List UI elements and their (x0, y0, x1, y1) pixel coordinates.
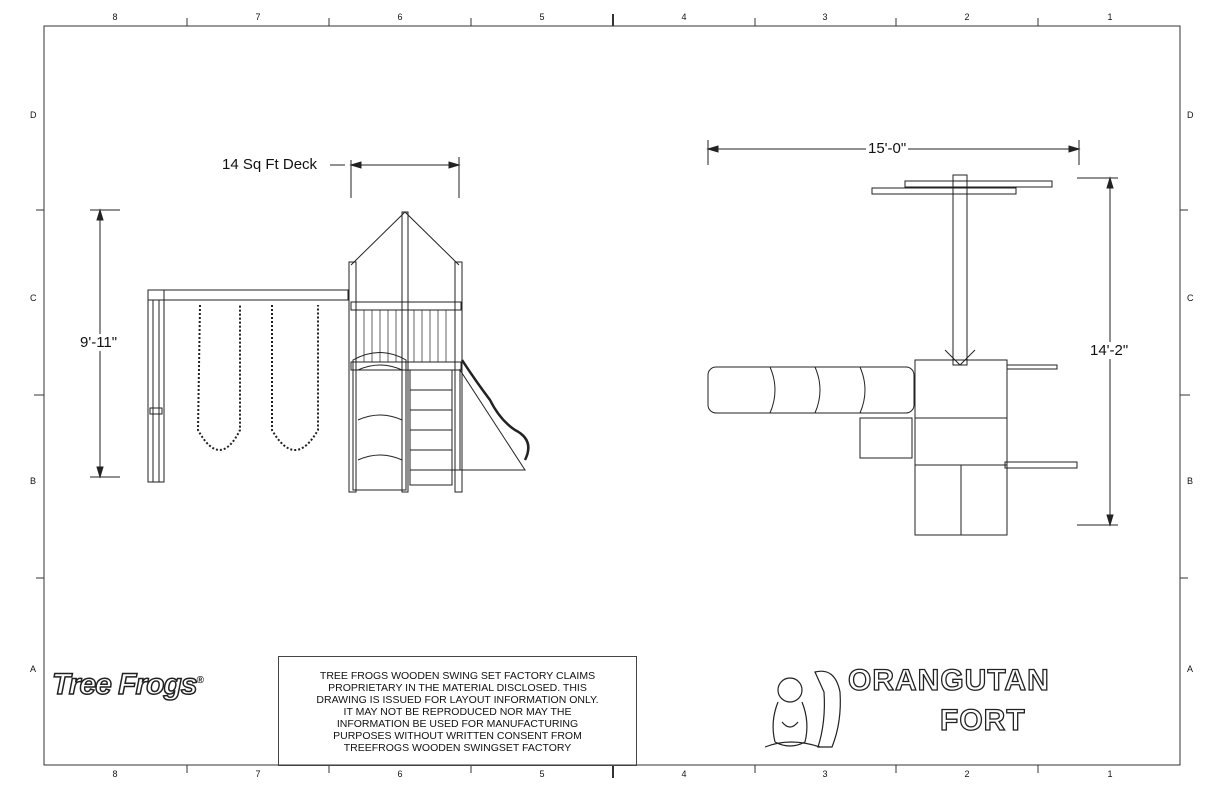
column-label: 4 (681, 12, 687, 22)
notice-line: PROPRIETARY IN THE MATERIAL DISCLOSED. T… (328, 682, 587, 694)
column-label: 6 (397, 12, 403, 22)
column-label: 1 (1107, 12, 1113, 22)
notice-line: TREE FROGS WOODEN SWING SET FACTORY CLAI… (319, 670, 596, 682)
tree-frogs-logo-text: Tree Frogs (51, 667, 198, 702)
column-label: 5 (539, 12, 545, 22)
width-dimension-label: 15'-0" (866, 140, 909, 157)
slide-top (707, 366, 915, 414)
drawing-frame (43, 25, 1181, 766)
swing-beam-top (871, 174, 1053, 366)
notice-line: INFORMATION BE USED FOR MANUFACTURING (336, 718, 579, 730)
column-label: 7 (255, 769, 261, 779)
zone-ticks (34, 14, 1190, 778)
row-label: A (30, 664, 37, 674)
row-label: D (1187, 110, 1194, 120)
notice-line: TREEFROGS WOODEN SWINGSET FACTORY (343, 742, 572, 754)
column-label: 1 (1107, 769, 1113, 779)
deck-top (859, 359, 1078, 536)
column-label: 8 (112, 769, 118, 779)
slide-side (352, 352, 407, 491)
notice-line: DRAWING IS ISSUED FOR LAYOUT INFORMATION… (316, 694, 599, 706)
deck-dimension-line (330, 157, 461, 198)
notice-line: PURPOSES WITHOUT WRITTEN CONSENT FROM (333, 730, 582, 742)
column-label: 6 (397, 769, 403, 779)
row-label: B (1187, 476, 1194, 486)
column-label: 2 (964, 769, 970, 779)
swing-beam (147, 289, 349, 483)
column-label: 8 (112, 12, 118, 22)
side-view-elevation (90, 157, 530, 493)
ladder (409, 369, 453, 486)
rock-wall (452, 359, 530, 471)
depth-dimension-label: 14'-2" (1088, 342, 1131, 359)
registered-mark: ® (196, 675, 204, 686)
swings (196, 304, 319, 451)
tree-frogs-logo: Tree Frogs® (51, 667, 204, 702)
column-label: 3 (822, 12, 828, 22)
orangutan-logo-line1: ORANGUTAN (847, 663, 1050, 697)
orangutan-fort-logo: ORANGUTAN FORT (760, 662, 1060, 752)
top-view-plan (706, 140, 1118, 536)
deck-size-label: 14 Sq Ft Deck (222, 156, 318, 173)
column-label: 4 (681, 769, 687, 779)
row-label: C (30, 293, 37, 303)
orangutan-illustration-icon (764, 670, 841, 748)
row-label: D (30, 110, 37, 120)
orangutan-logo-line2: FORT (939, 703, 1026, 737)
row-label: B (30, 476, 37, 486)
column-label: 5 (539, 769, 545, 779)
column-label: 2 (964, 12, 970, 22)
row-label: C (1187, 293, 1194, 303)
notice-line: IT MAY NOT BE REPRODUCED NOR MAY THE (343, 706, 572, 718)
row-label: A (1187, 664, 1194, 674)
height-dimension-label: 9'-11" (78, 334, 120, 351)
column-label: 3 (822, 769, 828, 779)
column-label: 7 (255, 12, 261, 22)
proprietary-notice: TREE FROGS WOODEN SWING SET FACTORY CLAI… (278, 656, 637, 766)
